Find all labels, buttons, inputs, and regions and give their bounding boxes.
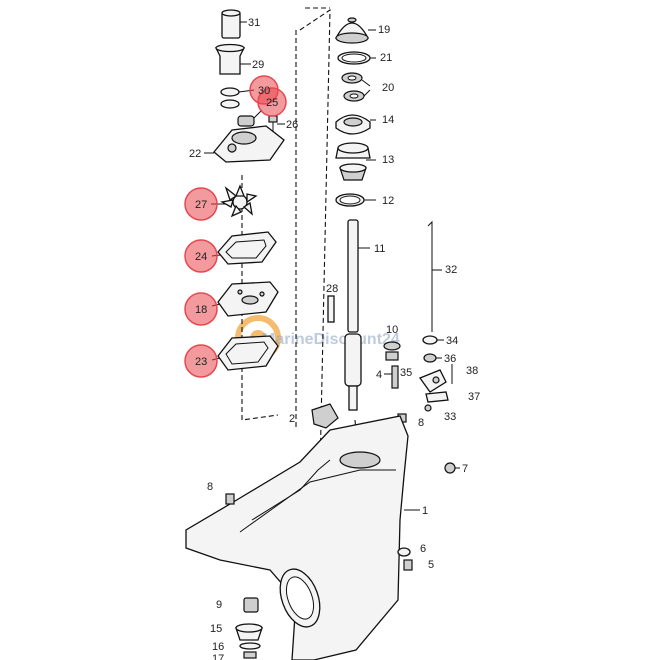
watermark-text: MarineDiscount24 <box>262 331 400 348</box>
part-11-drive-shaft <box>344 219 370 411</box>
label-8-upper: 8 <box>418 417 424 429</box>
part-10-washer <box>383 341 401 361</box>
label-30: 30 <box>258 85 270 97</box>
label-36: 36 <box>444 353 456 365</box>
label-29: 29 <box>252 59 264 71</box>
label-6: 6 <box>420 543 426 555</box>
part-35-shift-arm <box>418 369 447 393</box>
part-2-anode <box>311 403 339 429</box>
label-14: 14 <box>382 114 394 126</box>
label-16: 16 <box>212 641 224 653</box>
highlight-25 <box>257 87 287 117</box>
label-21: 21 <box>380 52 392 64</box>
part-9-bushing <box>243 597 259 613</box>
label-24: 24 <box>195 251 207 263</box>
label-18: 18 <box>195 304 207 316</box>
part-18-plate <box>211 281 279 317</box>
part-29-liner <box>214 43 251 75</box>
part-34-grommet <box>422 335 444 345</box>
kit-highlights <box>184 75 287 378</box>
part-7-plug <box>444 462 460 474</box>
label-8-lower: 8 <box>207 481 213 493</box>
part-23-gasket <box>211 335 279 371</box>
part-22-pump-housing <box>204 125 285 163</box>
label-27: 27 <box>195 199 207 211</box>
part-16-washer <box>239 642 261 650</box>
part-12-shim <box>335 193 376 207</box>
part-37-bracket <box>425 391 449 403</box>
part-25-seal <box>237 109 263 127</box>
label-31: 31 <box>248 17 260 29</box>
label-7: 7 <box>462 463 468 475</box>
label-9: 9 <box>216 599 222 611</box>
label-32: 32 <box>445 264 457 276</box>
label-5: 5 <box>428 559 434 571</box>
part-8-screw-lower <box>225 493 235 505</box>
label-34: 34 <box>446 335 458 347</box>
highlight-27 <box>184 187 218 221</box>
label-4: 4 <box>376 369 382 381</box>
part-31-sleeve <box>221 9 247 39</box>
label-25: 25 <box>266 97 278 109</box>
part-6-washer <box>397 547 411 557</box>
label-20: 20 <box>382 82 394 94</box>
part-27-impeller <box>211 184 258 218</box>
part-15-pinion-gear <box>235 623 263 641</box>
label-28: 28 <box>326 283 338 295</box>
label-13: 13 <box>382 154 394 166</box>
label-11: 11 <box>374 243 385 255</box>
label-33: 33 <box>444 411 456 423</box>
highlight-23 <box>184 344 218 378</box>
part-20-seals <box>341 72 371 102</box>
label-23: 23 <box>195 356 207 368</box>
label-10: 10 <box>386 324 398 336</box>
part-33-clip <box>424 404 432 412</box>
label-37: 37 <box>468 391 480 403</box>
callouts: 31 29 30 25 26 22 27 24 18 23 19 21 20 1… <box>189 17 480 660</box>
label-17: 17 <box>212 653 224 660</box>
highlight-18 <box>184 292 218 326</box>
label-12: 12 <box>382 195 394 207</box>
label-1: 1 <box>422 505 428 517</box>
part-1-gearcase <box>185 415 420 660</box>
part-13-bearing <box>335 142 376 181</box>
part-24-gasket <box>211 231 277 265</box>
label-22: 22 <box>189 148 201 160</box>
part-36-nut <box>423 353 442 363</box>
label-2: 2 <box>289 413 295 425</box>
part-28-tube <box>327 295 335 323</box>
part-19-cap <box>334 17 376 44</box>
part-30-ring <box>220 87 255 109</box>
label-26: 26 <box>286 119 298 131</box>
part-21-o-ring <box>337 51 376 65</box>
part-4-stud <box>384 365 399 389</box>
label-15: 15 <box>210 623 222 635</box>
label-38: 38 <box>466 365 478 377</box>
part-32-shift-rod <box>427 220 442 332</box>
label-35: 35 <box>400 367 412 379</box>
part-5-drain-screw <box>403 559 413 571</box>
label-19: 19 <box>378 24 390 36</box>
part-17-nut <box>243 651 257 659</box>
part-14-retainer <box>335 114 376 135</box>
highlight-24 <box>184 239 218 273</box>
